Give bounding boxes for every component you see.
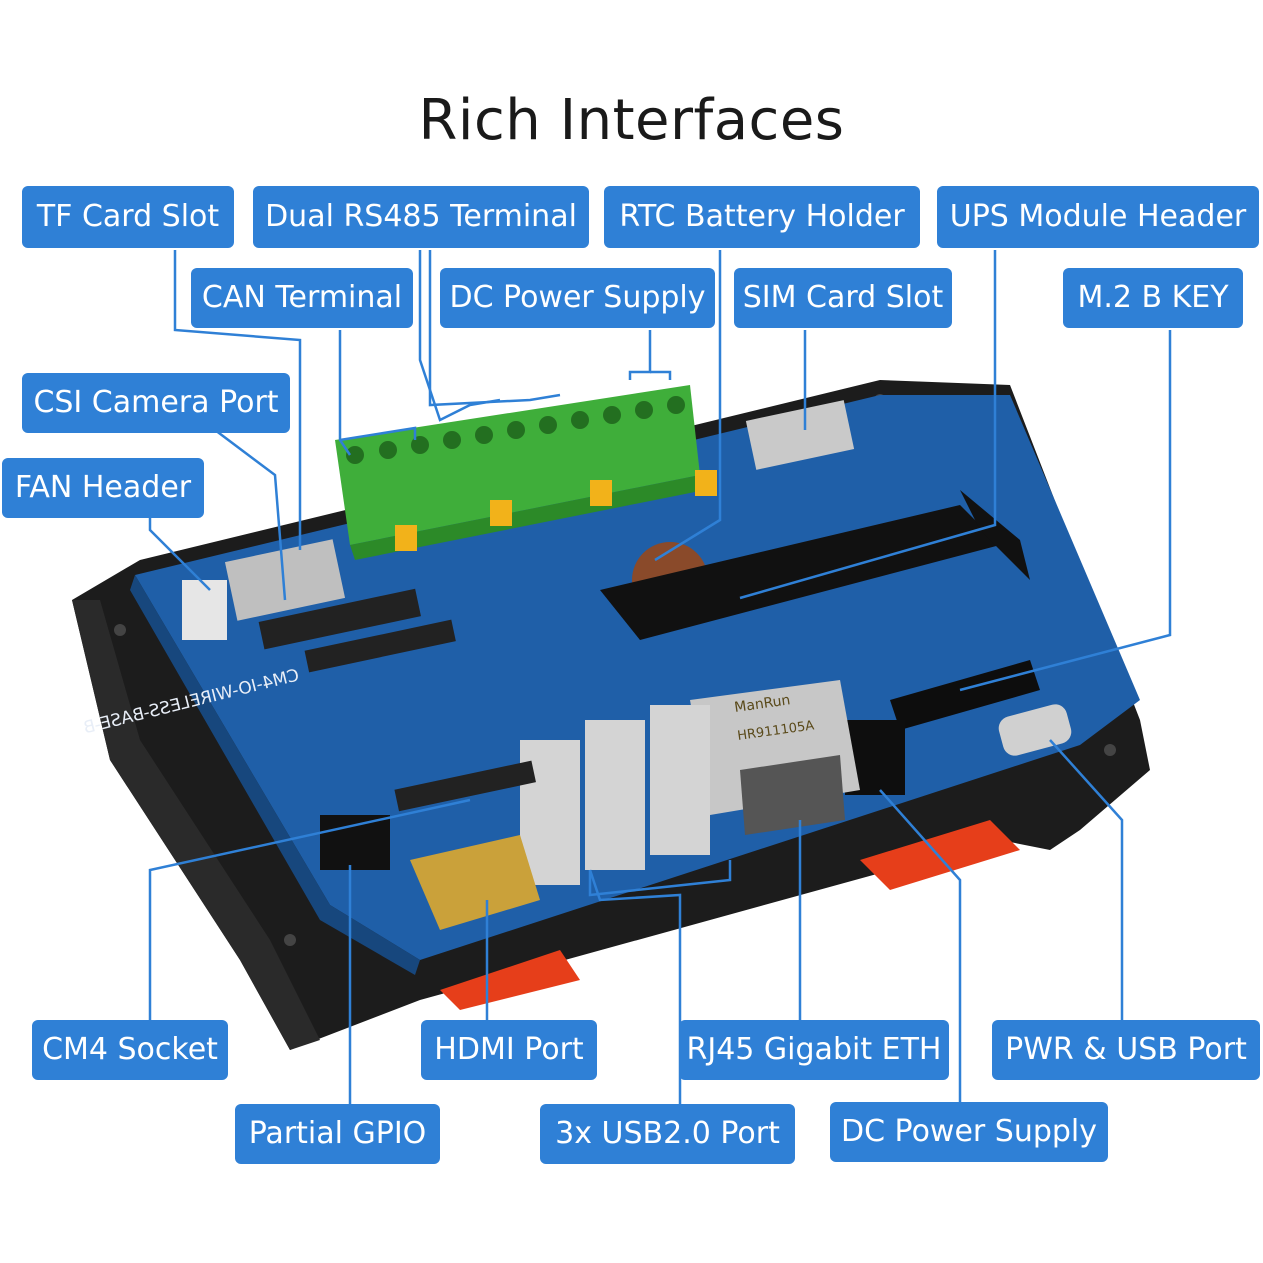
label-ups-module-header: UPS Module Header (937, 186, 1259, 248)
page-title: Rich Interfaces (418, 88, 845, 153)
label-can-terminal: CAN Terminal (191, 268, 413, 328)
label-pwr-usb-port: PWR & USB Port (992, 1020, 1260, 1080)
label-dc-power-supply-top: DC Power Supply (440, 268, 715, 328)
ups-header (600, 505, 1000, 640)
csi-connector (258, 588, 421, 650)
hdmi-connector (410, 835, 540, 930)
fan-header (182, 580, 227, 640)
label-fan-header: FAN Header (2, 458, 204, 518)
gpio-header (320, 815, 390, 870)
label-rj45-gigabit-eth: RJ45 Gigabit ETH (679, 1020, 949, 1080)
label-rtc-battery-holder: RTC Battery Holder (604, 186, 920, 248)
tf-slot (224, 539, 346, 621)
label-usb20-port: 3x USB2.0 Port (540, 1104, 795, 1164)
rj45-brand-text: ManRun (733, 692, 791, 716)
label-hdmi-port: HDMI Port (421, 1020, 597, 1080)
leader-lines (148, 250, 1172, 1105)
label-tf-card-slot: TF Card Slot (22, 186, 234, 248)
terminal-block (335, 385, 705, 560)
label-cm4-socket: CM4 Socket (32, 1020, 228, 1080)
label-dual-rs485-terminal: Dual RS485 Terminal (253, 186, 589, 248)
label-partial-gpio: Partial GPIO (235, 1104, 440, 1164)
label-sim-card-slot: SIM Card Slot (734, 268, 952, 328)
label-dc-power-supply-bottom: DC Power Supply (830, 1102, 1108, 1162)
rj45-jack: ManRun HR911105A (690, 680, 860, 835)
usb-a-ports (520, 705, 710, 885)
jumpers (395, 470, 717, 551)
m2-slot (890, 660, 1040, 730)
sim-slot (745, 400, 855, 470)
label-csi-camera-port: CSI Camera Port (22, 373, 290, 433)
label-m2-b-key: M.2 B KEY (1063, 268, 1243, 328)
